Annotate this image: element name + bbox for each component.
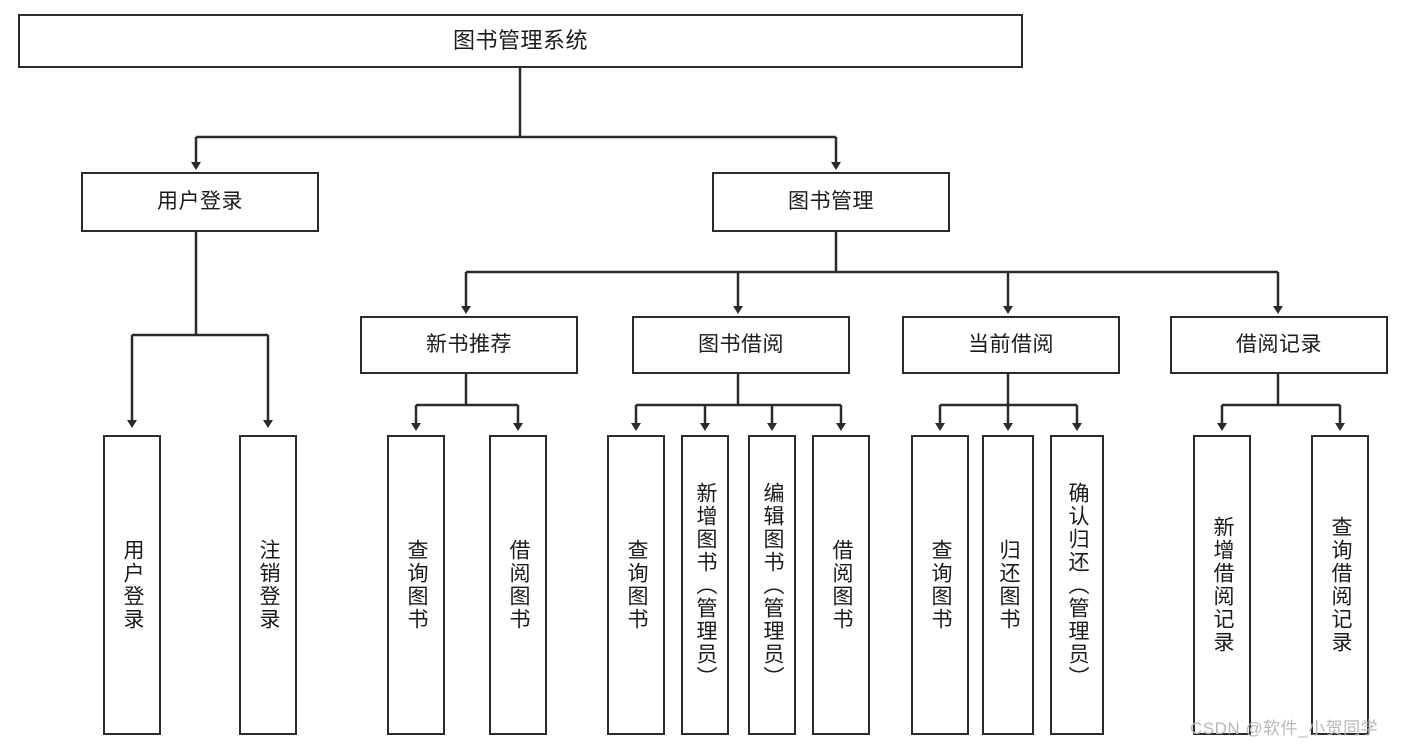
node-root-label: 图书管理系统: [452, 27, 588, 53]
node-leaf-return-book[interactable]: 归还图书: [982, 435, 1034, 735]
node-current-borrow-label: 当前借阅: [968, 333, 1054, 357]
node-new-book-recommend-label: 新书推荐: [426, 333, 512, 357]
node-user-login-label: 用户登录: [157, 190, 243, 214]
node-leaf-query-book-3-label: 查询图书: [929, 539, 953, 631]
node-leaf-query-book-2[interactable]: 查询图书: [607, 435, 665, 735]
node-leaf-add-book[interactable]: 新增图书（管理员）: [681, 435, 729, 735]
node-root[interactable]: 图书管理系统: [18, 14, 1023, 68]
node-book-borrow[interactable]: 图书借阅: [632, 316, 850, 374]
node-current-borrow[interactable]: 当前借阅: [902, 316, 1120, 374]
node-leaf-user-login[interactable]: 用户登录: [103, 435, 161, 735]
node-leaf-borrow-book-1[interactable]: 借阅图书: [489, 435, 547, 735]
node-borrow-record[interactable]: 借阅记录: [1170, 316, 1388, 374]
node-leaf-add-record[interactable]: 新增借阅记录: [1193, 435, 1251, 735]
node-leaf-borrow-book-2-label: 借阅图书: [830, 539, 854, 631]
node-leaf-borrow-book-1-label: 借阅图书: [507, 539, 531, 631]
node-leaf-query-book-1[interactable]: 查询图书: [387, 435, 445, 735]
node-leaf-query-record-label: 查询借阅记录: [1329, 516, 1353, 654]
node-leaf-user-login-label: 用户登录: [121, 539, 145, 631]
node-leaf-query-record[interactable]: 查询借阅记录: [1311, 435, 1369, 735]
node-leaf-user-logout-label: 注销登录: [257, 539, 281, 631]
node-book-management-label: 图书管理: [788, 190, 874, 214]
node-leaf-add-book-label: 新增图书（管理员）: [694, 481, 718, 689]
node-leaf-add-record-label: 新增借阅记录: [1211, 516, 1235, 654]
node-book-borrow-label: 图书借阅: [698, 333, 784, 357]
node-leaf-query-book-3[interactable]: 查询图书: [911, 435, 969, 735]
node-leaf-confirm-return-label: 确认归还（管理员）: [1066, 481, 1090, 689]
node-borrow-record-label: 借阅记录: [1236, 333, 1322, 357]
node-leaf-return-book-label: 归还图书: [997, 539, 1021, 631]
node-leaf-user-logout[interactable]: 注销登录: [239, 435, 297, 735]
node-leaf-edit-book[interactable]: 编辑图书（管理员）: [748, 435, 796, 735]
node-leaf-confirm-return[interactable]: 确认归还（管理员）: [1050, 435, 1104, 735]
node-leaf-query-book-1-label: 查询图书: [405, 539, 429, 631]
node-leaf-edit-book-label: 编辑图书（管理员）: [761, 481, 785, 689]
node-leaf-borrow-book-2[interactable]: 借阅图书: [812, 435, 870, 735]
node-book-management[interactable]: 图书管理: [712, 172, 950, 232]
node-leaf-query-book-2-label: 查询图书: [625, 539, 649, 631]
node-new-book-recommend[interactable]: 新书推荐: [360, 316, 578, 374]
node-user-login[interactable]: 用户登录: [81, 172, 319, 232]
